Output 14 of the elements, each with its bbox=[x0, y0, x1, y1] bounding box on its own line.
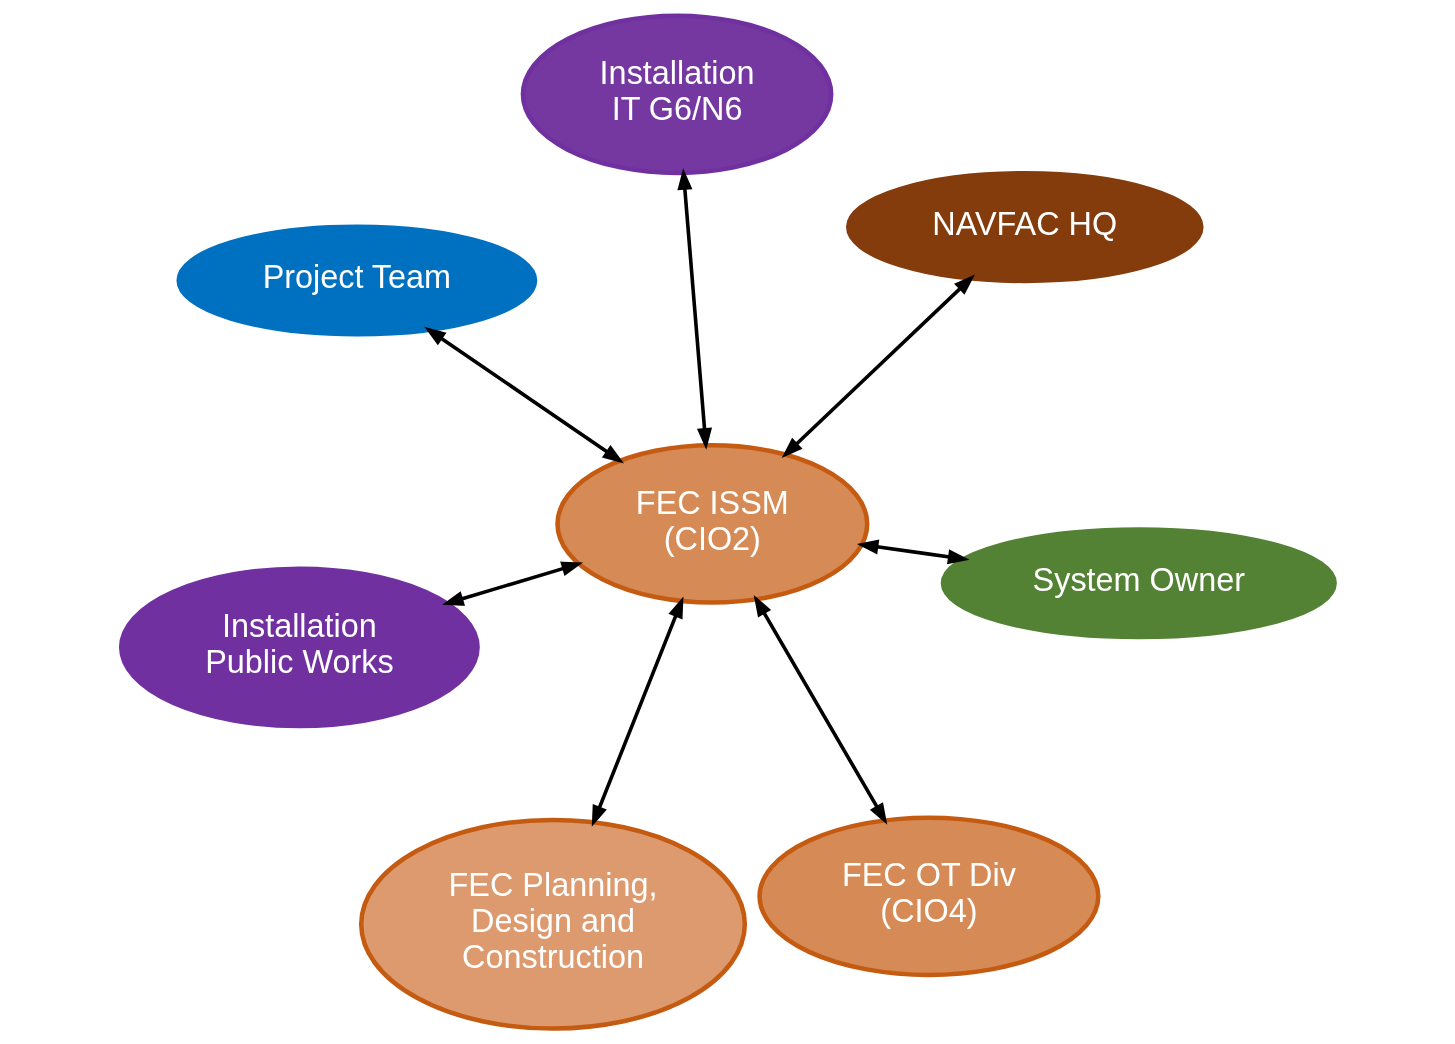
arrow bbox=[676, 168, 712, 450]
node-ellipse: FEC Planning, Design and Construction bbox=[358, 817, 747, 1031]
node-ellipse: Installation IT G6/N6 bbox=[520, 13, 833, 176]
node-ellipse: Project Team bbox=[175, 224, 537, 337]
arrow bbox=[856, 539, 969, 565]
arrow bbox=[753, 595, 887, 825]
arrow bbox=[423, 326, 624, 464]
node-ellipse: Installation Public Works bbox=[118, 566, 480, 729]
arrow bbox=[781, 274, 975, 459]
arrow bbox=[591, 596, 683, 827]
arrow bbox=[441, 561, 583, 606]
node-ellipse: NAVFAC HQ bbox=[845, 171, 1204, 284]
node-ellipse: System Owner bbox=[940, 527, 1337, 640]
node-ellipse: FEC OT Div (CIO4) bbox=[756, 815, 1101, 978]
